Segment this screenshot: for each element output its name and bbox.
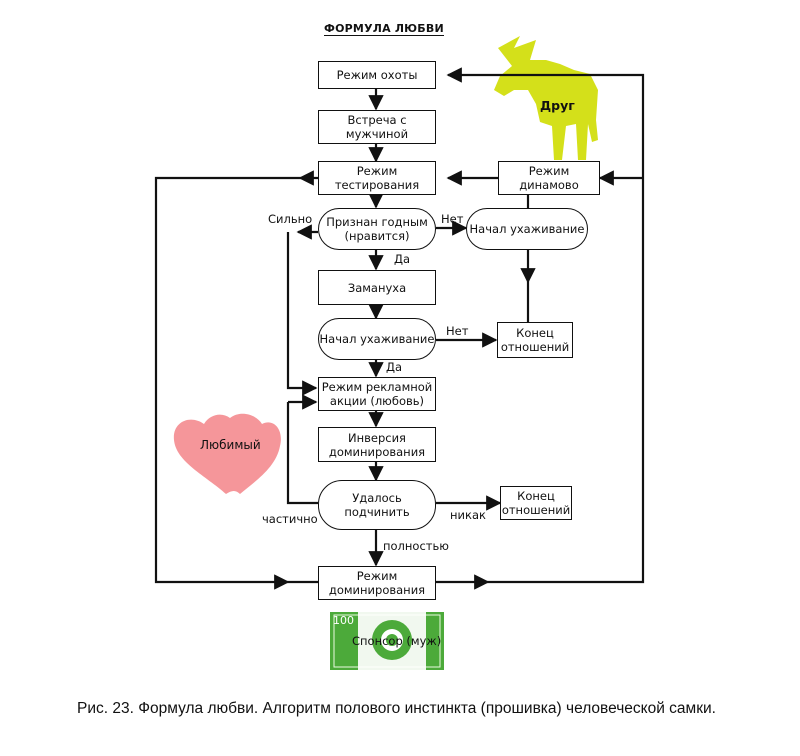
- heart-icon: [173, 413, 281, 494]
- node-dominance-inversion: Инверсия доминирования: [318, 427, 436, 462]
- node-courtship-start-right: Начал ухаживание: [466, 208, 588, 250]
- node-ad-campaign: Режим рекламной акции (любовь): [318, 377, 436, 411]
- edge-label-yes-1: Да: [394, 252, 411, 266]
- edge-label-fully: полностью: [383, 539, 449, 553]
- node-end-relations-2: Конец отношений: [500, 486, 572, 520]
- banknote-icon: [330, 612, 444, 670]
- diagram-title: ФОРМУЛА ЛЮБВИ: [324, 22, 444, 36]
- friend-label: Друг: [540, 98, 575, 113]
- node-lure: Замануха: [318, 270, 436, 305]
- node-dominance-mode: Режим доминирования: [318, 566, 436, 600]
- edge-label-partially: частично: [262, 512, 318, 526]
- node-meet-man: Встреча с мужчиной: [318, 110, 436, 144]
- node-courtship-start: Начал ухаживание: [318, 318, 436, 360]
- edge-label-no-2: Нет: [446, 324, 469, 338]
- node-end-relations-1: Конец отношений: [497, 322, 573, 358]
- beloved-label: Любимый: [200, 438, 261, 452]
- sponsor-label: Спонсор (муж): [352, 634, 442, 648]
- node-test-mode: Режим тестирования: [318, 161, 436, 195]
- edge-label-yes-2: Да: [386, 360, 403, 374]
- node-dynamo-mode: Режим динамово: [498, 161, 600, 195]
- edge-label-strongly: Сильно: [268, 212, 313, 226]
- node-subdued: Удалось подчинить: [318, 480, 436, 530]
- banknote-value: 100: [333, 614, 354, 627]
- edge-label-not-at-all: никак: [450, 508, 486, 522]
- donkey-icon: [494, 36, 598, 160]
- node-deemed-fit: Признан годным (нравится): [318, 208, 436, 250]
- node-hunt-mode: Режим охоты: [318, 61, 436, 89]
- edge-label-no-1: Нет: [441, 212, 464, 226]
- figure-caption: Рис. 23. Формула любви. Алгоритм половог…: [77, 700, 716, 717]
